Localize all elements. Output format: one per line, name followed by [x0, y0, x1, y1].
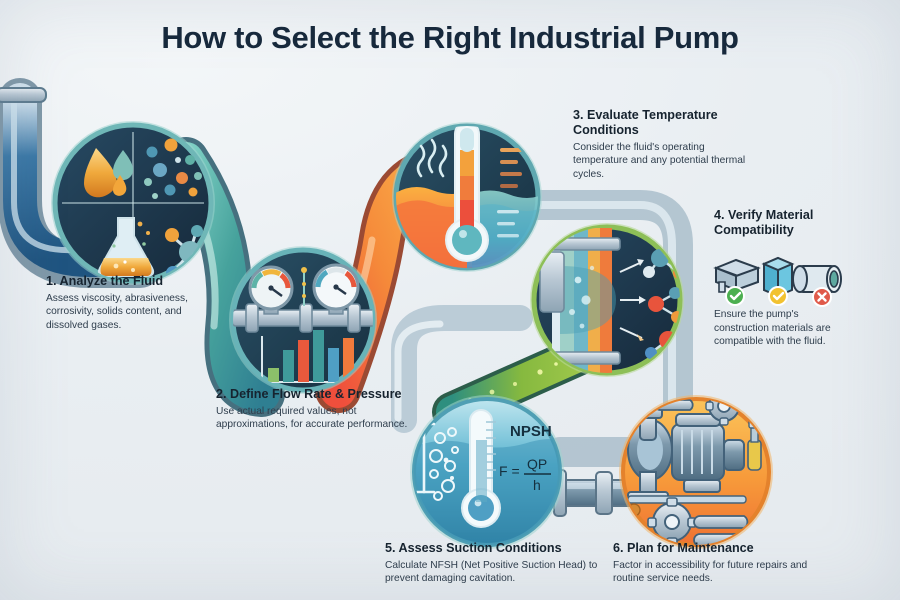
step-4-body-block: Ensure the pump's construction materials… — [714, 308, 834, 349]
electric-motor-icon — [627, 413, 747, 504]
elbow-pipe-left-5 — [391, 305, 533, 433]
molecule-icon — [648, 287, 680, 323]
step-3-body: Consider the fluid's operating temperatu… — [573, 141, 746, 180]
thermometer-icon — [445, 126, 489, 262]
page-title: How to Select the Right Industrial Pump — [161, 20, 739, 55]
pressure-gauge-icon — [248, 265, 294, 315]
status-badge-compatible — [725, 286, 745, 306]
npsh-formula: F = QP h — [499, 456, 551, 493]
step-4-body: Ensure the pump's construction materials… — [714, 309, 831, 348]
step-1-body: Assess viscosity, abrasiveness, corrosiv… — [46, 292, 188, 331]
step-4-text-block: 4. Verify Material Compatibility — [714, 208, 832, 241]
npsh-label: NPSH — [510, 423, 552, 440]
thermometer-icon — [461, 409, 501, 528]
step-3-heading: 3. Evaluate Temperature Conditions — [573, 108, 718, 137]
cavitation-bubbles-icon — [429, 427, 459, 501]
pipe-section-icon — [792, 265, 842, 293]
step-1-text-block: 1. Analyze the Fluid Assess viscosity, a… — [46, 274, 226, 333]
step-1-illustration — [51, 121, 215, 285]
step-5-text-block: 5. Assess Suction Conditions Calculate N… — [385, 541, 600, 586]
step-6-illustration — [619, 395, 773, 549]
heat-waves-icon — [416, 138, 448, 178]
erlenmeyer-flask-icon — [97, 217, 155, 277]
step-5-heading: 5. Assess Suction Conditions — [385, 541, 562, 555]
material-badges — [713, 256, 842, 307]
step-6-heading: 6. Plan for Maintenance — [613, 541, 754, 555]
svg-text:F =: F = — [499, 463, 520, 479]
step-2-illustration — [229, 246, 377, 394]
step-5-body: Calculate NFSH (Net Positive Suction Hea… — [385, 559, 598, 585]
step-2-heading: 2. Define Flow Rate & Pressure — [216, 387, 402, 401]
step-4-heading: 4. Verify Material Compatibility — [714, 208, 814, 237]
pressure-gauge-icon — [312, 263, 360, 315]
step-2-body: Use actual required values, not approxim… — [216, 405, 408, 431]
step-1-heading: 1. Analyze the Fluid — [46, 274, 164, 288]
svg-text:h: h — [533, 477, 541, 493]
centrifugal-pump-icon — [627, 407, 673, 502]
scale-marks — [497, 148, 522, 238]
step-5-illustration: NPSH F = QP h — [410, 395, 564, 549]
step-4-illustration — [530, 223, 684, 377]
step-6-body: Factor in accessibility for future repai… — [613, 559, 808, 585]
step-6-text-block: 6. Plan for Maintenance Factor in access… — [613, 541, 818, 586]
status-badge-caution — [768, 286, 788, 306]
step-3-text-block: 3. Evaluate Temperature Conditions Consi… — [573, 108, 748, 181]
step-2-text-block: 2. Define Flow Rate & Pressure Use actua… — [216, 387, 421, 432]
svg-text:QP: QP — [527, 456, 547, 472]
